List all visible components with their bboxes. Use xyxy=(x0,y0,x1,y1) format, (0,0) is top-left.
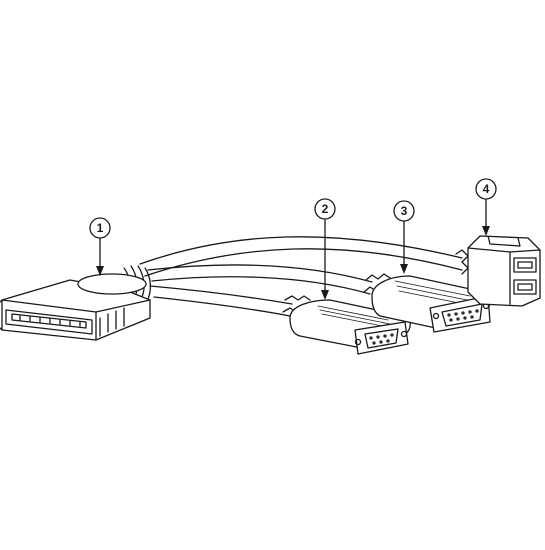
callout-label-2: 2 xyxy=(322,202,329,216)
callout-arrowheads xyxy=(96,226,490,300)
callout-label-3: 3 xyxy=(401,204,408,218)
cable-to-serial xyxy=(149,285,293,317)
callout-circle-3 xyxy=(393,200,415,222)
shielded-connector xyxy=(0,273,151,341)
db15-vga-connector xyxy=(363,273,491,333)
cable-to-vga xyxy=(147,264,373,295)
dual-usb-connector xyxy=(455,235,541,307)
callout-label-1: 1 xyxy=(97,221,104,235)
callout-circle-4 xyxy=(475,178,497,200)
callout-circle-2 xyxy=(314,198,336,220)
callout-circle-1 xyxy=(89,217,111,239)
cable-to-usb xyxy=(139,236,463,277)
callout-label-4: 4 xyxy=(483,182,490,196)
